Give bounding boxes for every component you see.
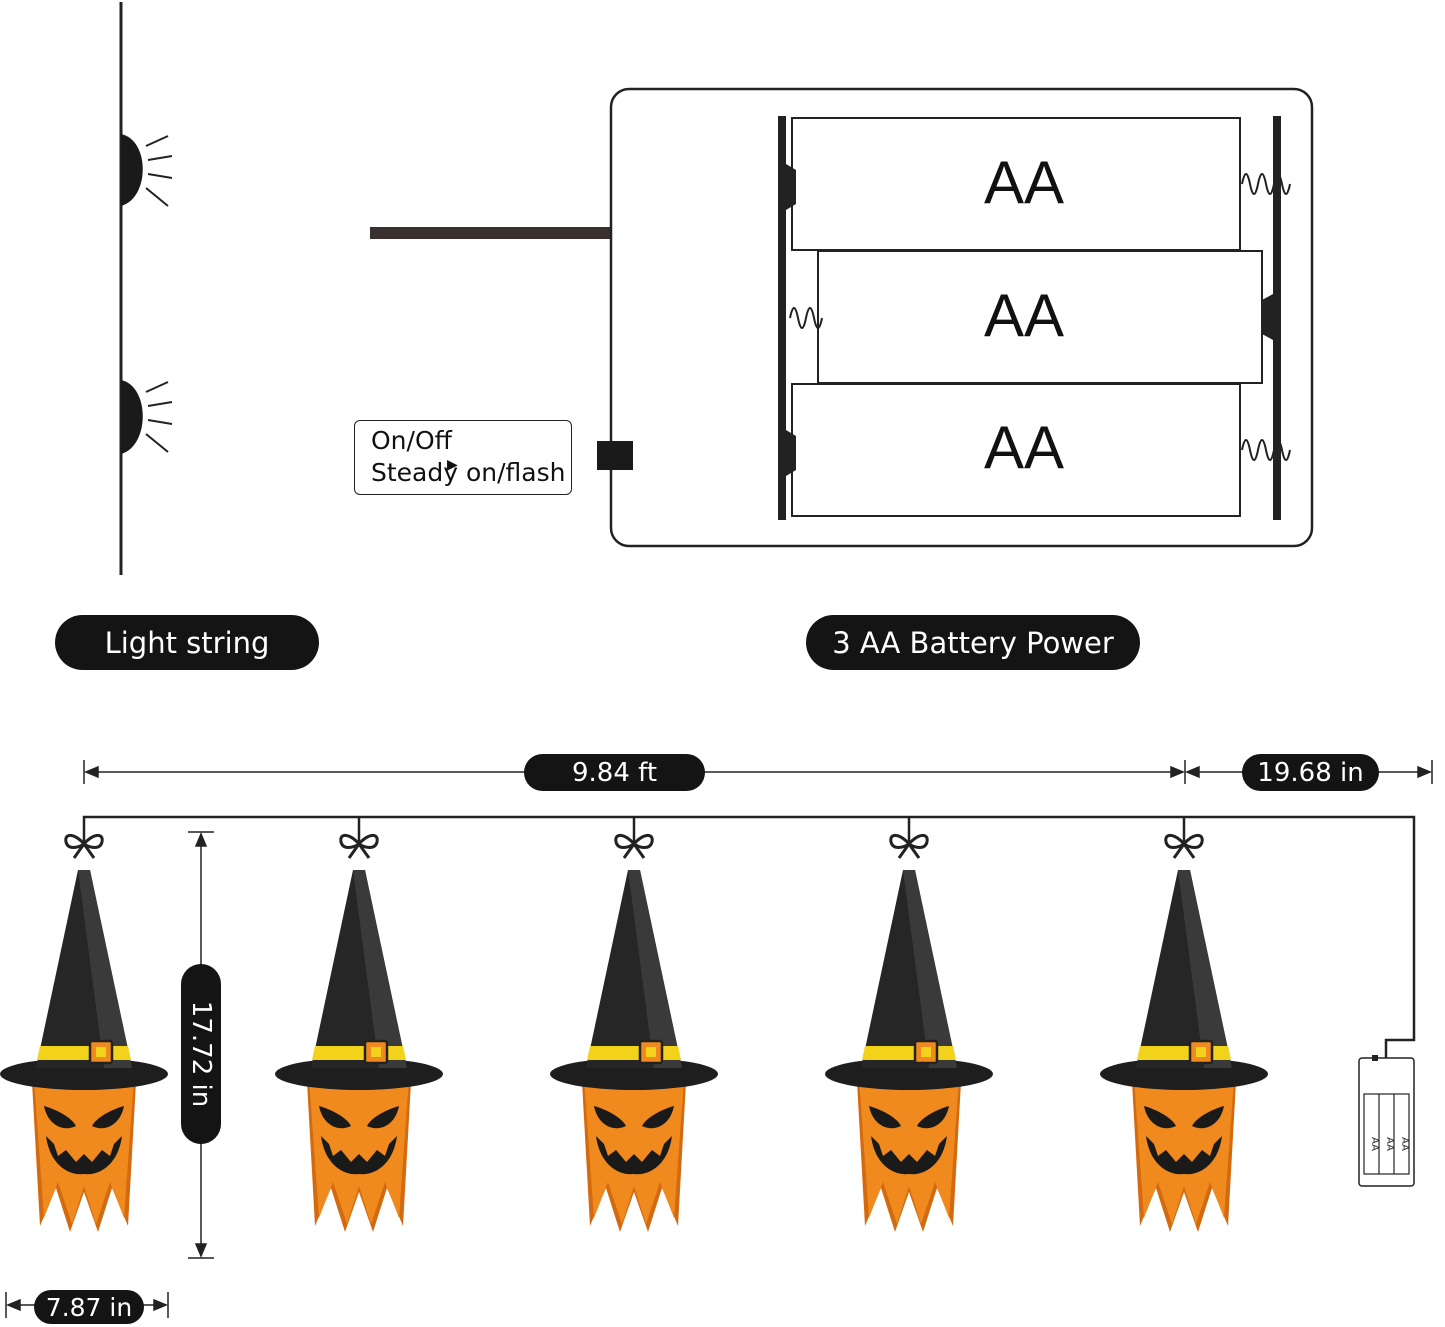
battery-cell-2-label: AA <box>984 282 1064 349</box>
switch-label-on-off: On/Off <box>371 426 452 455</box>
mini-cell-2-label: AA <box>1384 1137 1395 1151</box>
string-wire <box>82 815 1416 1058</box>
witch-hat-light-4 <box>823 833 995 1234</box>
hat-height-label: 17.72 in <box>186 1000 216 1108</box>
mini-cell-1-label: AA <box>1369 1137 1380 1151</box>
battery-power-caption: 3 AA Battery Power <box>806 615 1140 670</box>
pointer-arrow-icon: ▶ <box>447 457 458 473</box>
light-string-caption: Light string <box>55 615 319 670</box>
mini-battery-box: AA AA AA <box>1358 1055 1415 1187</box>
lead-length-label: 19.68 in <box>1242 754 1379 791</box>
witch-hat-light-5 <box>1098 833 1270 1234</box>
switch-label-box: On/Off Steady on/flash ▶ <box>354 420 572 495</box>
hat-width-label: 7.87 in <box>34 1290 144 1324</box>
battery-cell-3-label: AA <box>984 414 1064 481</box>
mini-cell-3-label: AA <box>1399 1137 1410 1151</box>
string-length-label: 9.84 ft <box>524 754 705 791</box>
light-string-side-view <box>119 2 173 575</box>
hat-height-pill: 17.72 in <box>181 964 221 1144</box>
witch-hat-light-3 <box>548 833 720 1234</box>
witch-hat-light-2 <box>273 833 445 1234</box>
witch-hat-light-1 <box>0 833 170 1234</box>
switch-button[interactable] <box>597 441 633 470</box>
switch-label-steady-flash: Steady on/flash <box>371 458 566 487</box>
battery-box: AA AA AA <box>370 87 1314 548</box>
battery-cell-1-label: AA <box>984 149 1064 216</box>
